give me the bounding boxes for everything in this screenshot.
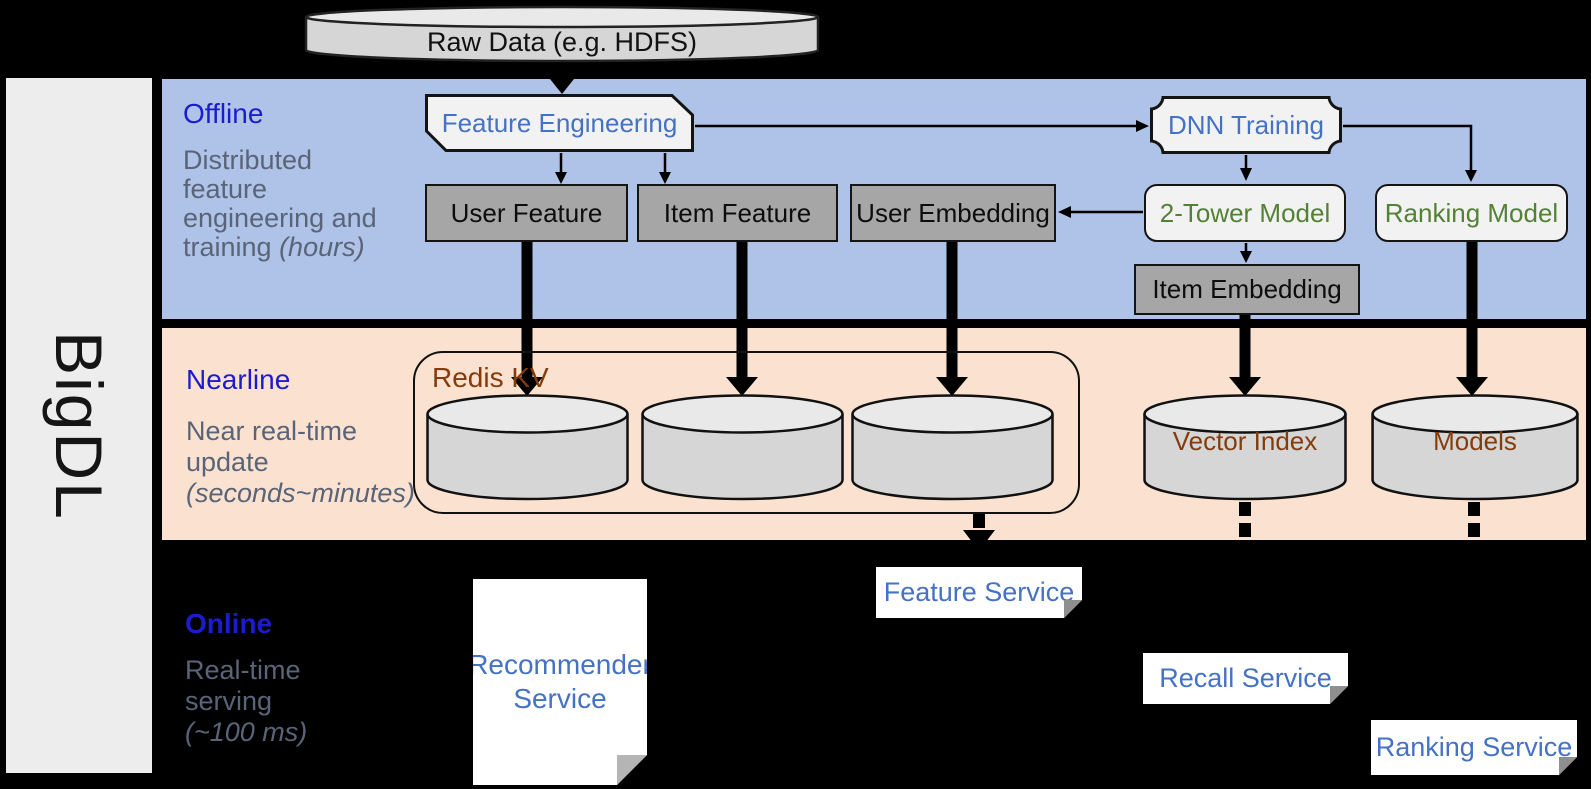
nearline-desc-line: update (186, 447, 269, 477)
sidebar: BigDL (6, 78, 152, 773)
kv-store-cylinder-2 (640, 393, 845, 503)
online-title: Online (185, 608, 273, 639)
models-cylinder: Models (1370, 393, 1580, 503)
nearline-desc-italic: (seconds~minutes) (186, 478, 415, 508)
recommender-service-label: Service (513, 683, 607, 714)
offline-desc-italic: (hours) (279, 232, 365, 262)
redis-kv-label: Redis KV (432, 362, 549, 393)
offline-desc-line: engineering and (183, 203, 377, 233)
offline-desc-text: training (183, 232, 280, 262)
recommender-service-label: Recommender (468, 649, 652, 680)
feature-service-label: Feature Service (883, 577, 1075, 607)
ranking-service-label: Ranking Service (1375, 732, 1573, 762)
dnn-training-box: DNN Training (1150, 96, 1342, 154)
online-desc-line: Real-time (185, 655, 301, 685)
recommender-service-doc: Recommender Service (473, 579, 647, 785)
item-feature-box: Item Feature (637, 184, 838, 242)
offline-desc-line: feature (183, 174, 268, 204)
online-description: Real-time serving (~100 ms) (185, 655, 307, 748)
nearline-title: Nearline (186, 364, 291, 395)
brand-logo: BigDL (42, 330, 117, 521)
raw-data-label: Raw Data (e.g. HDFS) (426, 27, 698, 58)
dnn-training-label: DNN Training (1167, 109, 1325, 140)
online-desc-italic: (~100 ms) (185, 717, 308, 747)
vector-index-label: Vector Index (1172, 426, 1318, 456)
band-divider (162, 319, 1586, 328)
user-feature-box: User Feature (425, 184, 628, 242)
user-embedding-label: User Embedding (856, 197, 1050, 228)
vector-index-cylinder: Vector Index (1142, 393, 1348, 503)
two-tower-model-label: 2-Tower Model (1159, 197, 1331, 228)
folded-corner (1559, 757, 1577, 775)
kv-store-cylinder-3 (850, 393, 1055, 503)
online-desc-line: serving (185, 686, 273, 716)
item-embedding-box: Item Embedding (1134, 264, 1360, 315)
item-embedding-label: Item Embedding (1152, 274, 1342, 304)
feature-engineering-label: Feature Engineering (441, 107, 678, 138)
ranking-model-label: Ranking Model (1384, 197, 1559, 228)
user-feature-label: User Feature (450, 197, 603, 228)
offline-description: Distributed feature engineering and trai… (183, 146, 377, 262)
kv-store-cylinder-1 (425, 393, 630, 503)
nearline-description: Near real-time update (seconds~minutes) (186, 416, 415, 509)
feature-service-box: Feature Service (876, 567, 1082, 618)
raw-data-cylinder: Raw Data (e.g. HDFS) (304, 5, 820, 63)
two-tower-model-box: 2-Tower Model (1144, 184, 1346, 242)
folded-corner (1064, 600, 1082, 618)
recall-service-label: Recall Service (1159, 663, 1332, 693)
feature-engineering-box: Feature Engineering (425, 94, 694, 152)
recall-service-box: Recall Service (1143, 653, 1348, 704)
folded-corner (617, 755, 647, 785)
folded-corner (1330, 686, 1348, 704)
models-label: Models (1433, 426, 1517, 456)
user-embedding-box: User Embedding (850, 184, 1056, 242)
offline-desc-line: training (hours) (183, 233, 377, 262)
ranking-model-box: Ranking Model (1375, 184, 1568, 242)
ranking-service-box: Ranking Service (1371, 720, 1577, 775)
item-feature-label: Item Feature (663, 197, 812, 228)
nearline-desc-line: Near real-time (186, 416, 358, 446)
offline-desc-line: Distributed (183, 145, 313, 175)
offline-title: Offline (183, 98, 264, 129)
redis-kv-group (413, 351, 1080, 514)
